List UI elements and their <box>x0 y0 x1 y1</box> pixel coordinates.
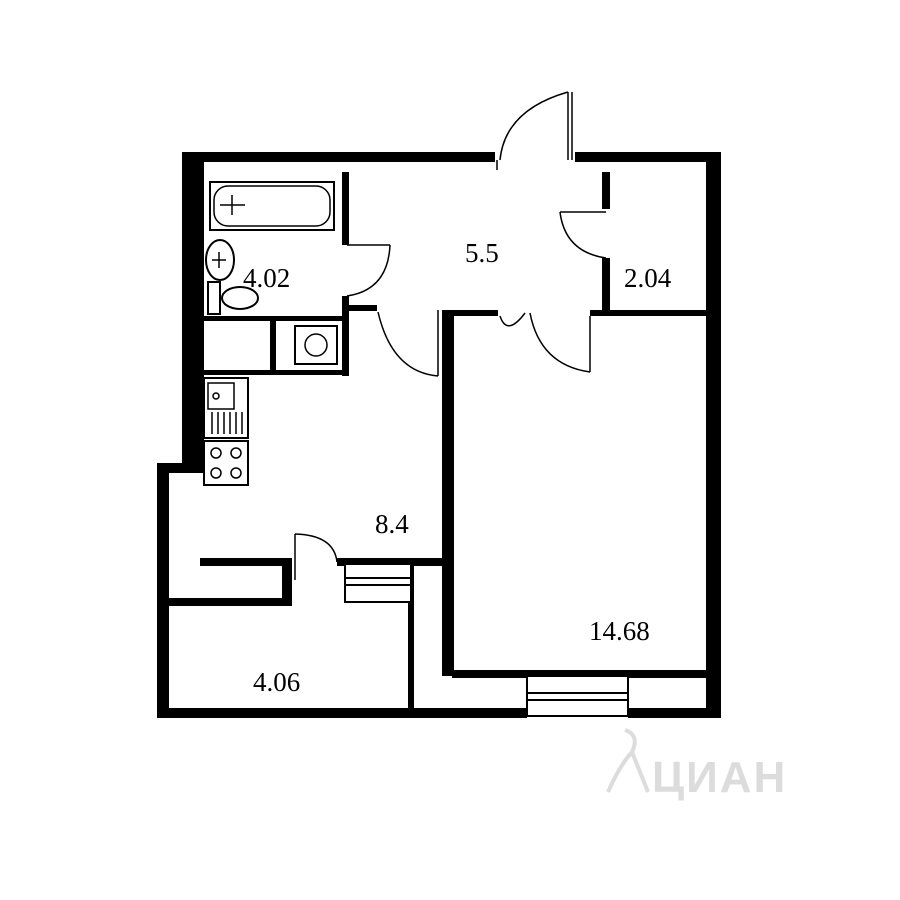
sink-icon <box>205 239 235 281</box>
entrance-door <box>496 91 573 170</box>
window-kitchen <box>344 563 412 603</box>
storage-door <box>559 211 607 259</box>
balcony-door <box>294 533 338 580</box>
stove-icon <box>203 440 249 486</box>
kitchen-door <box>377 310 439 377</box>
kitchen-fixtures <box>203 377 249 486</box>
watermark-text: ЦИАН <box>652 753 787 802</box>
living-room-door <box>499 312 591 373</box>
storage-area-label: 2.04 <box>624 263 672 293</box>
bathtub-icon <box>209 181 335 231</box>
kitchen-area-label: 8.4 <box>375 509 409 539</box>
living-room-area-label: 14.68 <box>589 616 650 646</box>
bathroom-door <box>346 244 391 297</box>
kitchen-sink-icon <box>203 377 249 439</box>
hallway-area-label: 5.5 <box>465 238 499 268</box>
room-labels: 4.02 5.5 2.04 8.4 14.68 4.06 <box>243 238 672 697</box>
balcony-area-label: 4.06 <box>253 667 300 697</box>
interior-walls <box>157 172 712 712</box>
washing-machine-icon <box>294 325 338 365</box>
doors <box>294 91 607 580</box>
bathroom-area-label: 4.02 <box>243 263 290 293</box>
windows <box>344 563 629 717</box>
outer-walls <box>157 152 721 718</box>
watermark-logo: ЦИАН <box>606 728 787 802</box>
location-pin-icon <box>606 728 637 793</box>
bathroom-fixtures <box>205 181 338 365</box>
toilet-icon <box>207 281 259 315</box>
window-living-room <box>526 675 629 717</box>
